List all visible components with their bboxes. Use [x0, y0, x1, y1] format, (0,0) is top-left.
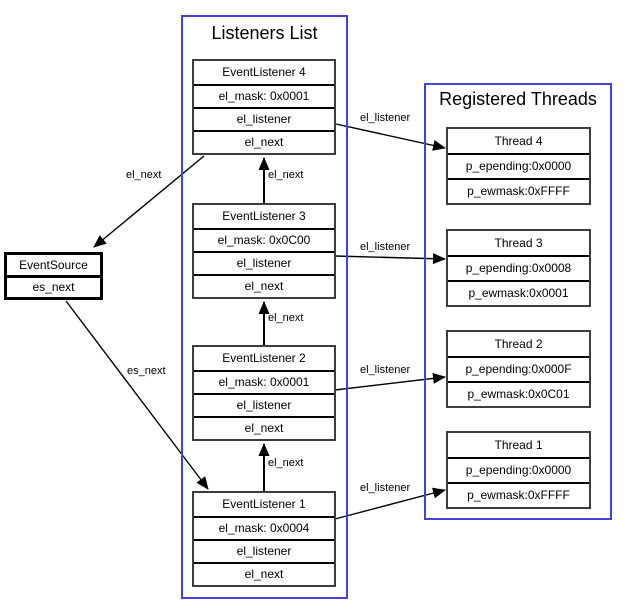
listeners-list-group-title: Listeners List: [211, 23, 318, 43]
event-listener-2-listener-field: el_listener: [194, 393, 334, 416]
thread-2-box: Thread 2 p_epending:0x000F p_ewmask:0x0C…: [446, 330, 591, 408]
event-listener-4-mask-field: el_mask: 0x0001: [194, 84, 334, 107]
event-listener-4-listener-field: el_listener: [194, 107, 334, 130]
label-es-next: es_next: [127, 365, 166, 377]
thread-4-ewmask-field: p_ewmask:0xFFFF: [448, 178, 589, 203]
edge-el3-listener-to-thread3: [334, 253, 446, 265]
event-listener-4-box: EventListener 4 el_mask: 0x0001 el_liste…: [192, 59, 336, 155]
event-listener-1-title: EventListener 1: [222, 497, 306, 511]
registered-threads-group-title: Registered Threads: [439, 89, 597, 109]
event-listener-1-mask-field: el_mask: 0x0004: [194, 516, 334, 539]
event-listener-3-title: EventListener 3: [222, 209, 306, 223]
event-listener-3-mask-field: el_mask: 0x0C00: [194, 228, 334, 251]
event-listener-3-box: EventListener 3 el_mask: 0x0C00 el_liste…: [192, 203, 336, 299]
thread-4-box: Thread 4 p_epending:0x0000 p_ewmask:0xFF…: [446, 127, 591, 205]
thread-4-title: Thread 4: [494, 134, 543, 148]
edge-eventsource-esnext-to-el1: [65, 300, 209, 490]
edge-el4-next-to-eventsource: [93, 155, 205, 248]
event-listener-4-title: EventListener 4: [222, 65, 306, 79]
event-listener-2-box: EventListener 2 el_mask: 0x0001 el_liste…: [192, 345, 336, 441]
event-listener-4-next-field: el_next: [194, 130, 334, 153]
event-listener-2-next-field: el_next: [194, 416, 334, 439]
label-el-listener-4: el_listener: [360, 112, 411, 124]
event-listener-1-box: EventListener 1 el_mask: 0x0004 el_liste…: [192, 491, 336, 587]
edge-el2-listener-to-thread2: [334, 372, 446, 391]
edge-el1-listener-to-thread1: [334, 487, 446, 520]
thread-2-epending-field: p_epending:0x000F: [448, 356, 589, 381]
event-listener-3-next-field: el_next: [194, 274, 334, 297]
thread-3-box: Thread 3 p_epending:0x0008 p_ewmask:0x00…: [446, 229, 591, 307]
thread-3-ewmask-field: p_ewmask:0x0001: [448, 280, 589, 305]
edge-el4-listener-to-thread4: [335, 123, 446, 151]
event-source-next-field: es_next: [7, 275, 100, 297]
label-el-listener-3: el_listener: [360, 241, 411, 253]
event-source-title: EventSource: [19, 258, 88, 272]
label-el-listener-2: el_listener: [360, 364, 411, 376]
thread-1-ewmask-field: p_ewmask:0xFFFF: [448, 482, 589, 507]
event-listener-3-listener-field: el_listener: [194, 251, 334, 274]
event-source-box: EventSource es_next: [4, 252, 103, 300]
event-listener-1-next-field: el_next: [194, 562, 334, 585]
label-el-next-4-to-source: el_next: [126, 169, 162, 181]
event-listener-2-mask-field: el_mask: 0x0001: [194, 370, 334, 393]
label-el-next-3-to-4: el_next: [268, 169, 304, 181]
thread-2-ewmask-field: p_ewmask:0x0C01: [448, 381, 589, 406]
thread-4-epending-field: p_epending:0x0000: [448, 153, 589, 178]
event-listener-1-listener-field: el_listener: [194, 539, 334, 562]
thread-3-epending-field: p_epending:0x0008: [448, 255, 589, 280]
label-el-next-1-to-2: el_next: [268, 457, 304, 469]
thread-2-title: Thread 2: [494, 337, 543, 351]
thread-1-title: Thread 1: [494, 438, 543, 452]
thread-1-box: Thread 1 p_epending:0x0000 p_ewmask:0xFF…: [446, 431, 591, 509]
label-el-listener-1: el_listener: [360, 482, 411, 494]
thread-1-epending-field: p_epending:0x0000: [448, 457, 589, 482]
thread-3-title: Thread 3: [494, 236, 543, 250]
listeners-list-group: Listeners List: [181, 15, 348, 599]
registered-threads-group: Registered Threads: [424, 83, 612, 520]
label-el-next-2-to-3: el_next: [268, 312, 304, 324]
event-listener-2-title: EventListener 2: [222, 351, 306, 365]
